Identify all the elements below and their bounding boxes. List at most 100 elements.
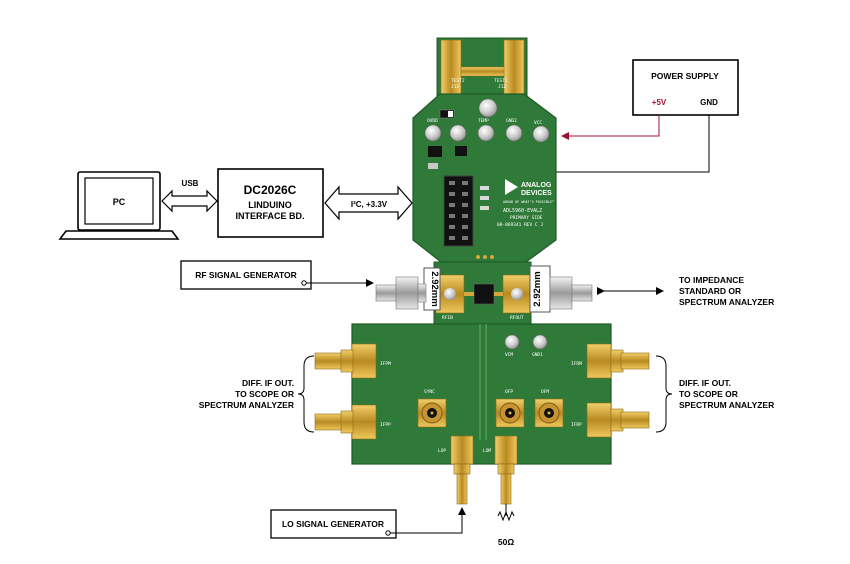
termination-label: 50Ω xyxy=(498,537,514,547)
ovdd-pin xyxy=(424,124,442,142)
impedance-line2: STANDARD OR xyxy=(679,286,741,296)
ofp-sma xyxy=(495,398,525,428)
lower-pcb: IFPM IFPP IFRM IFRP VCM GND1 SYNC OFP OF… xyxy=(351,323,612,465)
silk-logo-analog: ANALOG xyxy=(521,182,552,189)
silk-gnd2: GND2 xyxy=(506,118,517,124)
gnd2-pin xyxy=(505,124,523,142)
rfin-adapter-label: 2.92mm xyxy=(429,271,440,306)
if-left-line2: TO SCOPE OR xyxy=(235,389,294,399)
power-gnd-label: GND xyxy=(700,98,718,107)
silk-vcm: VCM xyxy=(505,352,513,358)
rfout-coax-connector: 2.92mm xyxy=(529,265,593,313)
silk-test1: TEST1 xyxy=(494,78,508,84)
rf-gen-label: RF SIGNAL GENERATOR xyxy=(195,270,297,280)
ofm-sma xyxy=(534,398,564,428)
silk-ifpm: IFPM xyxy=(380,361,391,367)
rf-signal-generator-box: RF SIGNAL GENERATOR xyxy=(180,260,312,290)
jumper-switch xyxy=(439,109,455,119)
analog-devices-logo-icon xyxy=(505,179,518,195)
i2c-label: I²C, +3.3V xyxy=(351,200,388,209)
pc-laptop: PC xyxy=(58,171,180,240)
impedance-line3: SPECTRUM ANALYZER xyxy=(679,297,774,307)
rfin-coax-connector: 2.92mm xyxy=(375,267,441,311)
silk-gnd1: GND1 xyxy=(532,352,543,358)
ifrm-launch-pad xyxy=(586,343,612,379)
power-plus5v-label: +5V xyxy=(652,98,667,107)
interface-board-line3: INTERFACE BD. xyxy=(235,211,304,221)
lo-signal-generator-box: LO SIGNAL GENERATOR xyxy=(270,509,397,539)
chip-u2 xyxy=(455,146,467,156)
lom-sma-connector xyxy=(497,463,515,505)
upper-pcb: TEST2 J13 TEST1 J12 OVDD TEMP GND2 VCC xyxy=(412,37,557,263)
resistor-icon xyxy=(497,510,515,522)
lom-launch-pad xyxy=(494,435,518,465)
temp-pin xyxy=(477,124,495,142)
lo-gen-wire xyxy=(390,507,466,534)
silk-lom: LOM xyxy=(483,448,491,454)
sync-sma xyxy=(417,398,447,428)
plus5v-wire xyxy=(561,115,660,140)
silk-revision: 08-069341 REV C J xyxy=(497,222,543,228)
silk-ifrm: IFRM xyxy=(571,361,582,367)
ifpp-launch-pad xyxy=(351,404,377,440)
silk-test2: TEST2 xyxy=(451,78,465,84)
silk-primary-side: PRIMARY SIDE xyxy=(510,215,543,221)
ifrp-sma-connector xyxy=(610,408,650,432)
interface-board-line2: LINDUINO xyxy=(248,200,292,210)
if-right-line1: DIFF. IF OUT. xyxy=(679,378,731,388)
silk-j12: J12 xyxy=(498,84,506,90)
silk-lop: LOP xyxy=(438,448,446,454)
pin-2 xyxy=(449,124,467,142)
usb-link: USB xyxy=(161,179,218,213)
silk-rfin: RFIN xyxy=(442,315,453,321)
gnd1-pin xyxy=(532,334,548,350)
lo-gen-label: LO SIGNAL GENERATOR xyxy=(282,519,384,529)
interface-board-title: DC2026C xyxy=(244,183,297,197)
impedance-line1: TO IMPEDANCE xyxy=(679,275,744,285)
vcc-pin xyxy=(532,125,550,143)
i2c-link: I²C, +3.3V xyxy=(324,185,413,221)
silk-vcc: VCC xyxy=(534,120,542,126)
interface-board-box: DC2026C LINDUINO INTERFACE BD. xyxy=(217,168,324,238)
silk-rfout: RFOUT xyxy=(510,315,524,321)
usb-label: USB xyxy=(182,179,199,188)
silk-ifrp: IFRP xyxy=(571,422,582,428)
silk-ofp: OFP xyxy=(505,389,513,395)
ifpm-launch-pad xyxy=(351,343,377,379)
if-right-brace xyxy=(655,355,673,433)
if-left-line1: DIFF. IF OUT. xyxy=(242,378,294,388)
silk-ovdd: OVDD xyxy=(427,118,438,124)
test-pin-top xyxy=(478,98,498,118)
vcm-pin xyxy=(504,334,520,350)
ifrp-launch-pad xyxy=(586,402,612,438)
silk-part-number: ADL5960-EVALZ xyxy=(503,208,542,214)
silk-logo-devices: DEVICES xyxy=(521,190,552,197)
impedance-label-group: TO IMPEDANCE STANDARD OR SPECTRUM ANALYZ… xyxy=(679,275,774,307)
silk-temp: TEMP xyxy=(478,118,489,124)
if-left-label-group: DIFF. IF OUT. TO SCOPE OR SPECTRUM ANALY… xyxy=(199,378,294,410)
adl5960-chip xyxy=(473,283,495,305)
if-left-line3: SPECTRUM ANALYZER xyxy=(199,400,294,410)
lop-sma-connector xyxy=(453,463,471,505)
silk-sync: SYNC xyxy=(424,389,435,395)
if-right-line3: SPECTRUM ANALYZER xyxy=(679,400,774,410)
rf-center-board: RFIN RFOUT xyxy=(433,261,532,325)
silk-ofm: OFM xyxy=(541,389,549,395)
test1-gold-pad xyxy=(503,39,525,103)
if-left-brace xyxy=(297,355,315,433)
silk-j13: J13 xyxy=(451,84,459,90)
ifrm-sma-connector xyxy=(610,349,650,373)
power-supply-box: POWER SUPPLY +5V GND xyxy=(632,59,739,116)
lop-launch-pad xyxy=(450,435,474,465)
termination-50ohm: 50Ω xyxy=(497,504,515,547)
if-right-label-group: DIFF. IF OUT. TO SCOPE OR SPECTRUM ANALY… xyxy=(679,378,774,410)
test2-gold-pad xyxy=(440,39,462,103)
silk-tagline: AHEAD OF WHAT'S POSSIBLE™ xyxy=(503,200,554,204)
pc-label: PC xyxy=(113,197,126,207)
power-supply-title: POWER SUPPLY xyxy=(651,71,719,81)
chip-u1 xyxy=(428,146,442,157)
if-right-line2: TO SCOPE OR xyxy=(679,389,738,399)
ifpp-sma-connector xyxy=(314,410,354,434)
header-connector xyxy=(443,175,474,247)
